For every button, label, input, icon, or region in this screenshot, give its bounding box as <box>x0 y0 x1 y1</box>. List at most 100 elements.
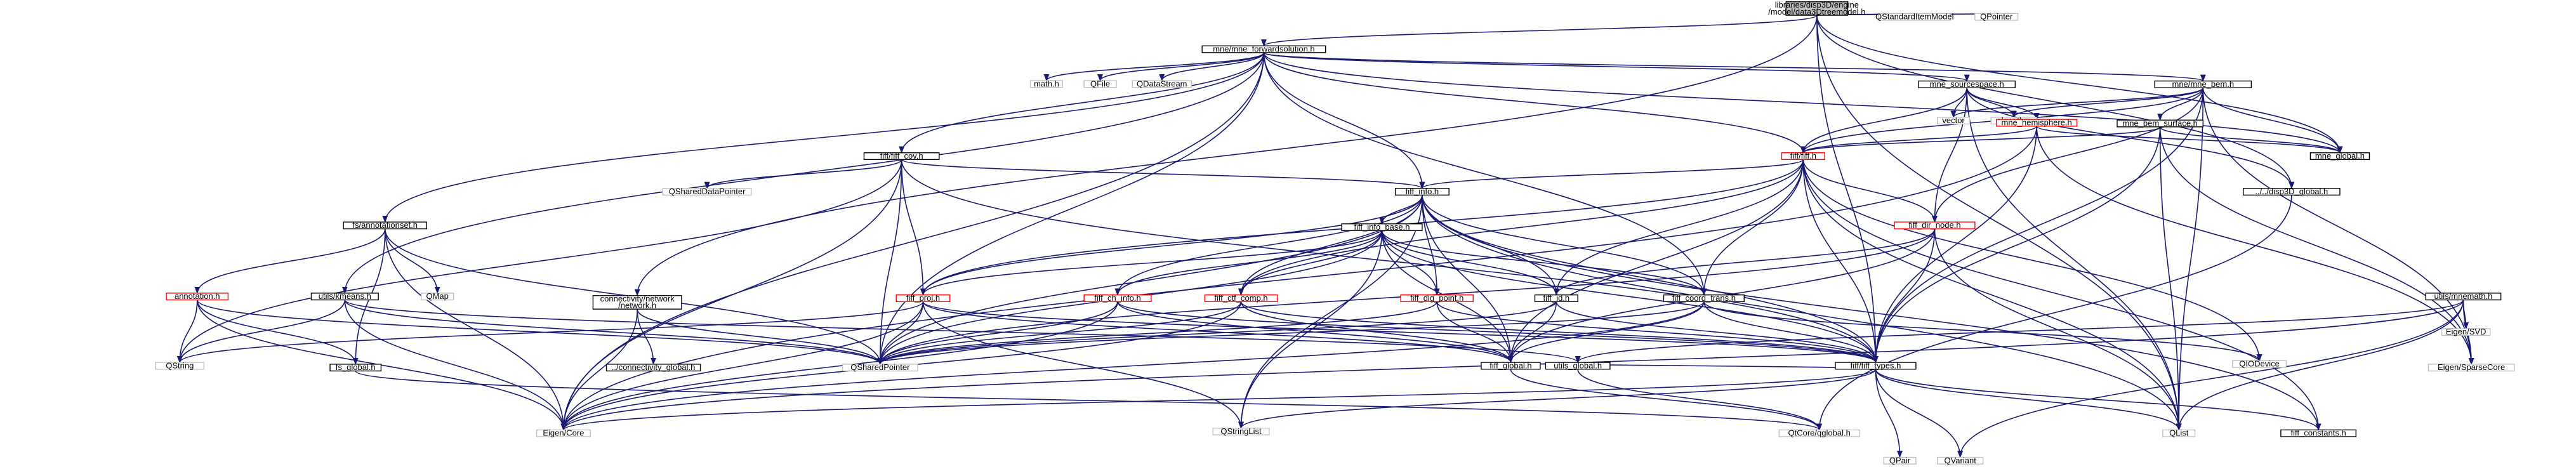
edge-kmeans-to-qshp <box>344 300 883 365</box>
node-fiffid[interactable]: fiff_id.h <box>1534 293 1578 303</box>
node-fiffproj[interactable]: fiff_proj.h <box>895 293 951 303</box>
node-qmap[interactable]: QMap <box>421 291 454 301</box>
node-qshp[interactable]: QSharedPointer <box>842 362 918 372</box>
edge-fwd-to-srcsp <box>1263 52 1970 82</box>
node-box <box>2232 360 2287 368</box>
edge-bemsurf-to-qlist <box>2159 126 2182 431</box>
node-box <box>1545 362 1611 370</box>
node-label: QVariant <box>1944 456 1976 465</box>
node-label: QIODevice <box>2239 359 2280 369</box>
node-box <box>1029 80 1064 88</box>
node-qsim[interactable]: QStandardItemModel <box>1875 12 1954 22</box>
node-box <box>1918 80 2016 88</box>
node-fiffh[interactable]: fiff/fiff.h <box>1781 151 1825 161</box>
edge-infobase-to-coordtr <box>1381 230 1707 296</box>
node-label: QPair <box>1889 456 1911 465</box>
node-qstrlist[interactable]: QStringList <box>1212 426 1270 436</box>
node-label: QDataStream <box>1137 79 1187 88</box>
node-label: ../connectivity_global.h <box>612 362 696 372</box>
node-hemi[interactable]: mne_hemisphere.h <box>1996 117 2078 127</box>
edge-fiffh-to-fiffglobal <box>1507 159 1804 364</box>
node-qpair[interactable]: QPair <box>1883 456 1917 465</box>
edge-coordtr-to-qshp <box>877 301 1705 365</box>
edge-fiffh-to-fiffconst <box>1802 159 2322 431</box>
edge-annset-to-qmap <box>384 228 440 294</box>
node-fifftypes[interactable]: fiff/fiff_types.h <box>1835 360 1917 370</box>
node-label: libraries/disp3D/engine <box>1775 0 1859 10</box>
edge-annset-to-annot <box>194 228 386 294</box>
node-bem[interactable]: mne/mne_bem.h <box>2154 79 2252 89</box>
node-digpt[interactable]: fiff_dig_point.h <box>1400 293 1474 303</box>
node-label: utils/kmeans.h <box>319 291 371 301</box>
edge-fiffproj-to-fifftypes <box>922 301 1879 364</box>
node-fiffcov[interactable]: fiff/fiff_cov.h <box>863 151 940 161</box>
node-dirnode[interactable]: fiff_dir_node.h <box>1894 220 1976 230</box>
node-connglobal[interactable]: ../connectivity_global.h <box>605 362 701 372</box>
node-qshdp[interactable]: QSharedDataPointer <box>662 187 752 196</box>
node-eigensvd[interactable]: Eigen/SVD <box>2441 327 2491 336</box>
node-qvariant[interactable]: QVariant <box>1937 456 1984 465</box>
node-kmeans[interactable]: utils/kmeans.h <box>310 291 379 301</box>
node-qiodev[interactable]: QIODevice <box>2232 359 2287 369</box>
node-label: ../../disp3D_global.h <box>2255 187 2328 196</box>
node-infobase[interactable]: fiff_info_base.h <box>1341 222 1423 232</box>
node-box <box>2427 364 2515 372</box>
node-mneglobal[interactable]: mne_global.h <box>2309 151 2370 161</box>
node-box <box>1877 13 1952 21</box>
node-box <box>662 188 752 196</box>
node-chinfo[interactable]: fiff_ch_info.h <box>1083 293 1152 303</box>
node-label: fiff_coord_trans.h <box>1672 293 1736 303</box>
edge-fiffid-to-fiffglobal <box>1507 301 1557 364</box>
node-mathh[interactable]: math.h <box>1029 79 1064 88</box>
node-qstring[interactable]: QString <box>155 360 205 370</box>
node-fwd[interactable]: mne/mne_forwardsolution.h <box>1201 44 1326 54</box>
node-box <box>1400 294 1474 303</box>
node-qds[interactable]: QDataStream <box>1132 79 1192 88</box>
node-box <box>895 294 951 303</box>
node-fiffglobal[interactable]: fiff_global.h <box>1481 360 1541 370</box>
node-root[interactable]: libraries/disp3D/engine/model/data3Dtree… <box>1768 0 1865 17</box>
edge-fiffproj-to-fiffglobal <box>922 301 1514 364</box>
node-box <box>2425 293 2502 301</box>
edge-fwd-to-coordtr <box>1263 52 1707 296</box>
node-coordtr[interactable]: fiff_coord_trans.h <box>1663 293 1745 303</box>
node-box <box>592 295 682 310</box>
node-qptr[interactable]: QPointer <box>1974 12 2019 22</box>
node-qfile[interactable]: QFile <box>1083 79 1117 88</box>
node-annot[interactable]: annotation.h <box>166 291 229 301</box>
node-label: QMap <box>426 291 448 301</box>
node-label: fiff_dir_node.h <box>1908 220 1960 230</box>
edge-infobase-to-digpt <box>1381 230 1440 296</box>
edge-coordtr-to-fiffglobal <box>1508 301 1705 364</box>
edge-fiffinfo-to-qlist <box>1422 195 2182 431</box>
node-annset[interactable]: fs/annotationset.h <box>343 220 427 230</box>
edge-chinfo-to-qshp <box>877 301 1118 365</box>
node-fiffconst[interactable]: fiff_constants.h <box>2280 428 2356 438</box>
node-srcsp[interactable]: mne_sourcespace.h <box>1918 79 2016 89</box>
node-eigencore[interactable]: Eigen/Core <box>536 428 591 438</box>
node-vector[interactable]: vector <box>1937 116 1971 125</box>
edge-fiffh-to-qlist <box>1802 159 2182 431</box>
node-box <box>166 293 229 301</box>
node-fsglobal[interactable]: fs_global.h <box>329 362 382 372</box>
edge-fwd-to-eigencore <box>560 52 1265 431</box>
node-qlist[interactable]: QList <box>2162 428 2196 438</box>
node-box <box>1778 429 1860 437</box>
node-qtcore[interactable]: QtCore/qglobal.h <box>1778 428 1860 438</box>
node-box <box>1663 294 1745 303</box>
node-utilsglobal[interactable]: utils_global.h <box>1545 360 1611 370</box>
node-fiffinfo[interactable]: fiff_info.h <box>1394 187 1450 196</box>
edge-fifftypes-to-qvariant <box>1875 369 1964 458</box>
node-bemsurf[interactable]: mne_bem_surface.h <box>2117 119 2203 128</box>
node-ctfcomp[interactable]: fiff_ctf_comp.h <box>1204 293 1278 303</box>
node-label: fiff_proj.h <box>906 293 940 303</box>
node-label: mne_bem_surface.h <box>2122 119 2198 128</box>
edge-network-to-qshp <box>637 308 883 365</box>
node-network[interactable]: connectivity/network/network.h <box>592 294 682 310</box>
node-disp3dglobal[interactable]: ../../disp3D_global.h <box>2243 187 2341 196</box>
node-box <box>536 429 591 437</box>
node-mnemath[interactable]: utils/mnemath.h <box>2425 291 2502 301</box>
node-eigensparse[interactable]: Eigen/SparseCore <box>2427 362 2515 372</box>
edge-network-to-eigencore <box>560 309 638 431</box>
